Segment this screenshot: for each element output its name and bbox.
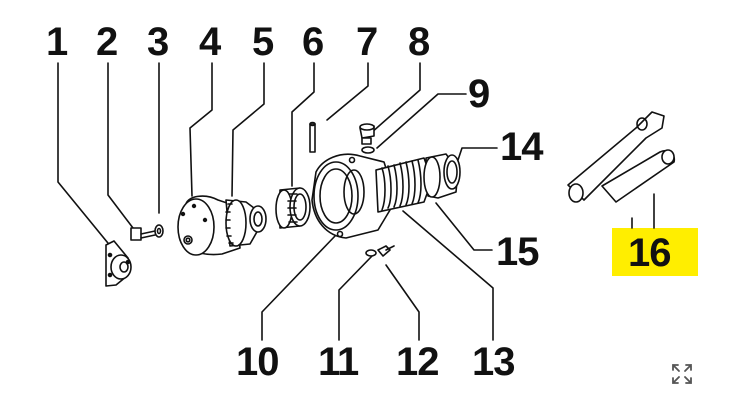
callout-3: 3 bbox=[147, 20, 169, 64]
callout-16-highlight bbox=[612, 228, 698, 276]
callout-8: 8 bbox=[408, 20, 430, 64]
callout-14: 14 bbox=[500, 125, 543, 169]
callout-7: 7 bbox=[356, 20, 378, 64]
part-1-flange bbox=[105, 240, 132, 287]
part-13-spring bbox=[375, 157, 433, 213]
part-4-cover bbox=[177, 195, 241, 256]
callout-10: 10 bbox=[236, 340, 279, 384]
part-11-12-screw bbox=[365, 245, 395, 257]
part-16-lever bbox=[567, 111, 676, 203]
callout-11: 11 bbox=[318, 340, 359, 384]
part-3-washer bbox=[154, 224, 164, 238]
callout-12: 12 bbox=[396, 340, 439, 384]
callout-15: 15 bbox=[496, 230, 539, 274]
callout-4: 4 bbox=[199, 20, 221, 64]
callout-6: 6 bbox=[302, 20, 324, 64]
part-7-pin bbox=[309, 121, 316, 153]
callout-13: 13 bbox=[472, 340, 515, 384]
expand-arrows-icon[interactable] bbox=[670, 362, 694, 386]
callout-9: 9 bbox=[468, 72, 490, 116]
part-5-gear bbox=[225, 199, 267, 247]
part-8-plug bbox=[359, 123, 375, 145]
callout-2: 2 bbox=[96, 20, 118, 64]
part-6-bearing bbox=[275, 187, 311, 229]
leader-lines bbox=[57, 62, 655, 341]
part-9-ring bbox=[361, 146, 375, 154]
callout-1: 1 bbox=[46, 20, 68, 64]
part-10-housing bbox=[311, 153, 397, 239]
callout-16: 16 bbox=[628, 231, 671, 275]
part-2-bolt bbox=[130, 227, 156, 241]
part-14-15-sleeve bbox=[423, 153, 461, 199]
callout-5: 5 bbox=[252, 20, 274, 64]
